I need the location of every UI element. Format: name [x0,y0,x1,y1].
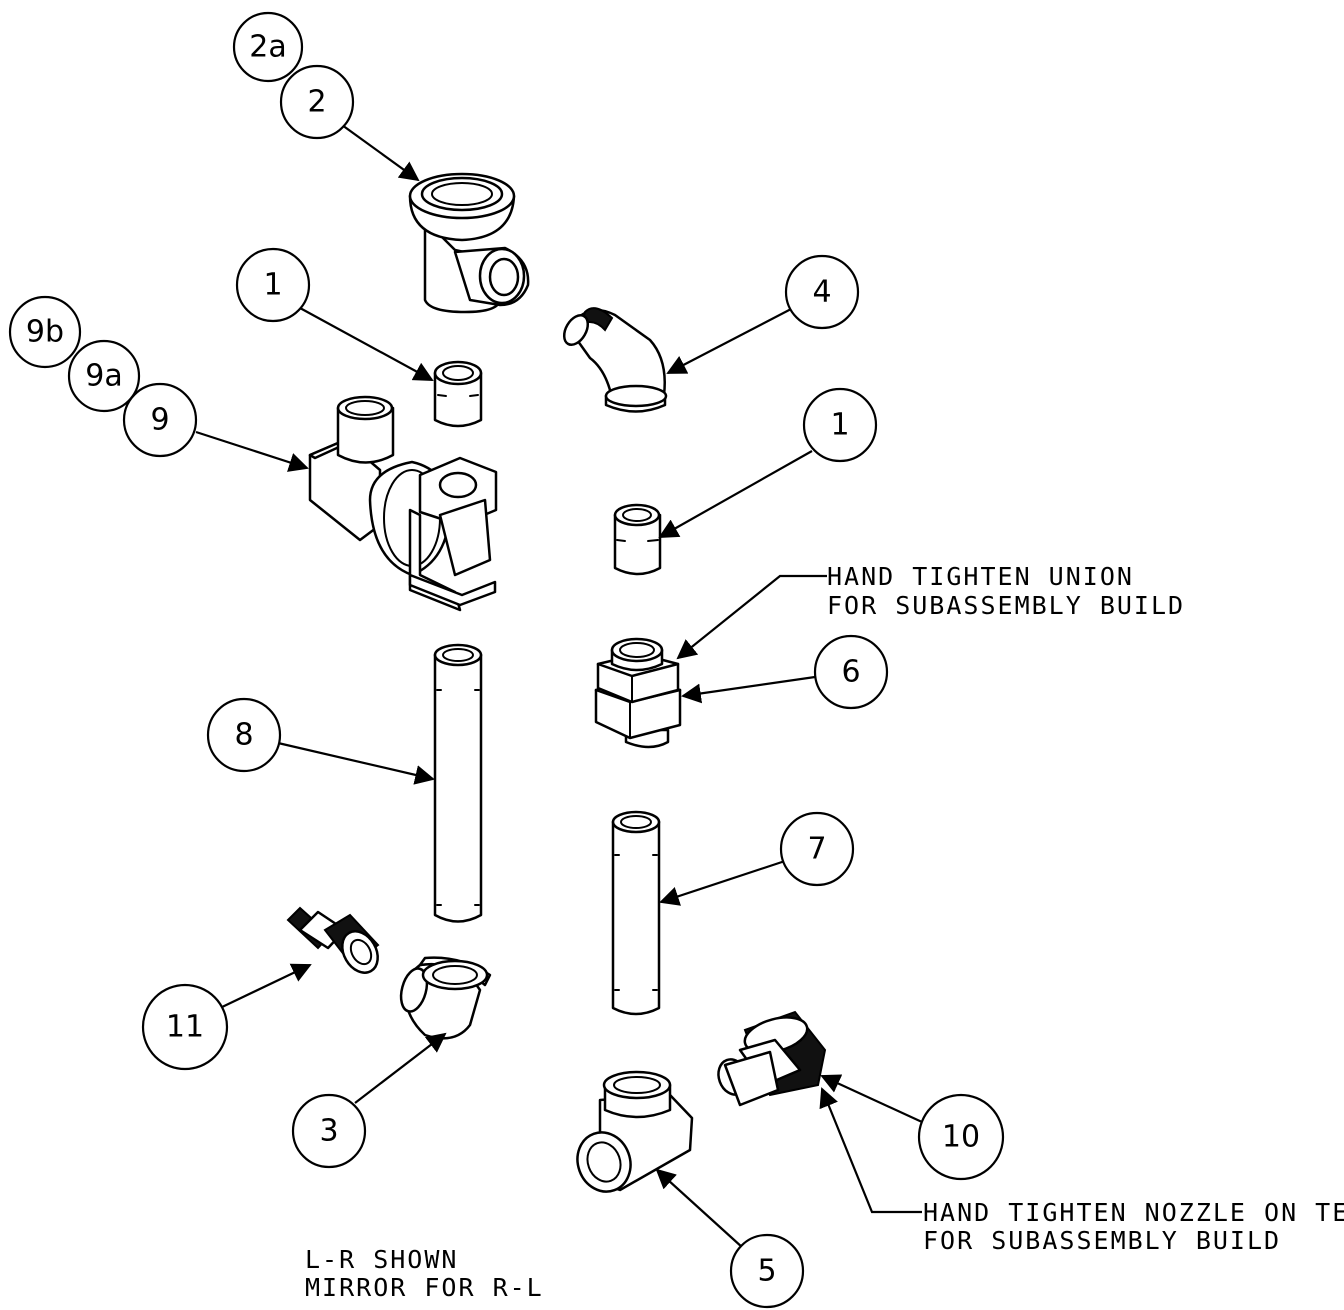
orientation-note-line-1: L-R SHOWN [305,1245,458,1274]
balloon-3: 3 [291,1093,367,1169]
balloon-5-label: 5 [757,1254,776,1289]
balloon-1-lower: 1 [802,387,878,463]
leader-2 [341,124,420,182]
part-2-angle-valve [408,172,530,314]
balloon-9b-label: 9b [26,315,64,350]
nozzle-note-line-1: HAND TIGHTEN NOZZLE ON TEE [923,1198,1344,1227]
leader-10 [820,1074,923,1123]
part-6-union [594,637,682,749]
nozzle-note-line-2: FOR SUBASSEMBLY BUILD [923,1226,1281,1255]
balloon-8-label: 8 [234,718,253,753]
balloon-4-label: 4 [812,275,831,310]
balloon-3-label: 3 [319,1114,338,1149]
part-5-tee [576,1070,694,1193]
balloon-6-label: 6 [841,655,860,690]
leader-lines [195,124,923,1249]
balloon-8: 8 [206,697,282,773]
balloon-1-lower-label: 1 [830,408,849,443]
balloon-2: 2 [279,64,355,140]
part-3-elbow [399,956,492,1040]
balloon-6: 6 [813,634,889,710]
balloon-2a-label: 2a [249,30,286,65]
balloon-2-label: 2 [307,85,326,120]
balloon-9-label: 9 [150,403,169,438]
balloon-9a: 9a [67,339,141,413]
part-10-nozzle [717,1010,827,1107]
balloon-5: 5 [729,1233,805,1309]
leader-11 [219,963,312,1009]
balloon-10-label: 10 [942,1120,980,1155]
orientation-note-line-2: MIRROR FOR R-L [305,1273,544,1302]
leader-8 [277,741,435,785]
balloon-10: 10 [917,1093,1005,1181]
part-11-flare-adapter [286,906,380,974]
leader-3 [354,1032,447,1104]
balloon-9a-label: 9a [85,359,122,394]
leader-5 [655,1168,744,1249]
part-7-pipe [611,810,661,1016]
balloon-2a: 2a [232,11,304,83]
balloon-9: 9 [122,382,198,458]
part-1-upper-nipple [433,360,483,428]
part-8-long-pipe [433,643,483,923]
balloon-4: 4 [784,254,860,330]
leader-4 [666,307,794,374]
leader-9 [195,430,309,472]
leader-7 [659,859,786,906]
part-9-ball-valve [308,395,498,612]
leader-union-note [676,574,827,660]
balloon-1-upper-label: 1 [263,268,282,303]
part-1-lower-nipple [613,503,662,576]
part-4-elbow [562,307,668,413]
balloon-7: 7 [779,811,855,887]
balloon-1-upper: 1 [235,247,311,323]
union-note-line-2: FOR SUBASSEMBLY BUILD [827,591,1185,620]
leader-nozzle-note [819,1087,922,1214]
balloon-11: 11 [141,983,229,1071]
balloon-9b: 9b [8,295,82,369]
balloon-11-label: 11 [166,1010,204,1045]
leader-6 [681,675,816,704]
balloon-7-label: 7 [807,832,826,867]
union-note-line-1: HAND TIGHTEN UNION [827,562,1134,591]
leader-1-lower [658,450,813,538]
leader-1-upper [299,307,434,381]
